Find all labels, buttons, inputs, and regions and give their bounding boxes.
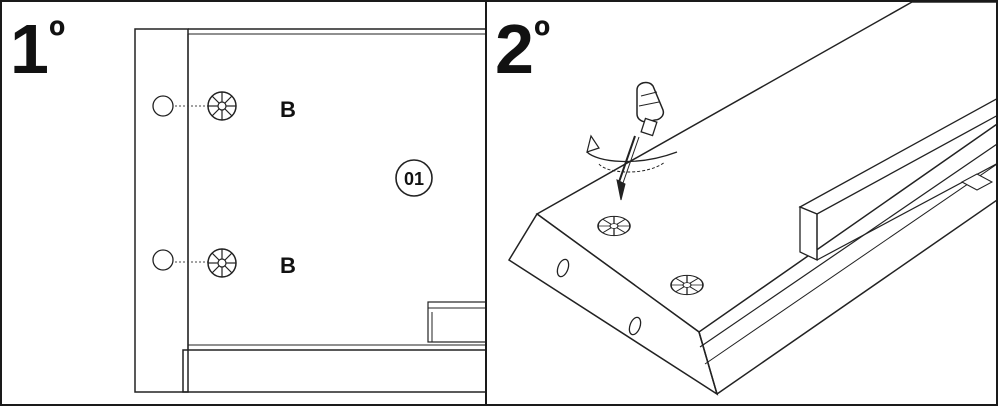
step-1-number: 1º	[10, 10, 66, 88]
side-board	[134, 28, 189, 393]
part-number-badge	[395, 159, 433, 197]
cam-lock-icon	[670, 274, 704, 296]
step-1-panel: 1º	[0, 0, 487, 406]
step-2-number: 2º	[495, 10, 551, 88]
part-number-label: 01	[404, 169, 424, 189]
step-1-drawing: B B 01	[134, 28, 485, 393]
bottom-board	[182, 349, 485, 393]
step-2-panel: 2º	[485, 0, 998, 406]
hole-bottom	[152, 249, 174, 271]
fastener-label-bottom: B	[280, 253, 296, 278]
cam-lock-icon	[207, 248, 237, 278]
step-2-drawing	[507, 2, 996, 396]
cam-lock-icon	[597, 215, 631, 237]
rotation-arrow-icon	[586, 134, 678, 173]
drawer-block	[427, 301, 485, 343]
screwdriver-icon	[616, 81, 665, 201]
fastener-label-top: B	[280, 97, 296, 122]
cam-lock-icon	[207, 91, 237, 121]
end-hole-2	[628, 316, 642, 336]
hole-top	[152, 95, 174, 117]
end-hole-1	[556, 258, 570, 278]
